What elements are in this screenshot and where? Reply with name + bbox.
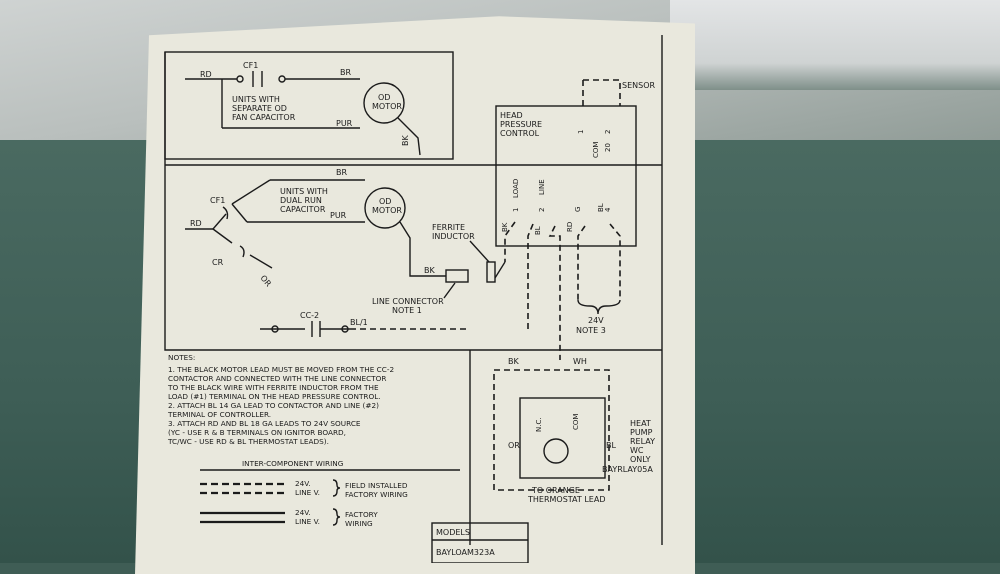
label-terminal-bl: BL bbox=[597, 203, 605, 212]
label-cf1: CF1 bbox=[243, 61, 258, 70]
label-thermostat-lead: THERMOSTAT LEAD bbox=[527, 495, 605, 504]
label-note-3: NOTE 3 bbox=[576, 326, 606, 335]
label-only: ONLY bbox=[630, 455, 651, 464]
note-line: TO THE BLACK WIRE WITH FERRITE INDUCTOR … bbox=[167, 383, 379, 392]
label-inductor: INDUCTOR bbox=[432, 232, 475, 241]
label-or: OR bbox=[258, 274, 273, 289]
label-fan-capacitor: FAN CAPACITOR bbox=[232, 113, 296, 122]
label-sensor: SENSOR bbox=[622, 81, 655, 90]
label-terminal-4: 4 bbox=[604, 207, 612, 212]
note-line: (YC - USE R & B TERMINALS ON IGNITOR BOA… bbox=[168, 428, 346, 437]
note-line: LOAD (#1) TERMINAL ON THE HEAD PRESSURE … bbox=[168, 392, 381, 401]
label-wire-bk: BK bbox=[501, 222, 509, 232]
note-line: TC/WC - USE RD & BL THERMOSTAT LEADS). bbox=[167, 437, 329, 446]
label-cr: CR bbox=[212, 258, 224, 267]
label-bk-3: BK bbox=[508, 357, 519, 366]
label-nc: N.C. bbox=[535, 417, 543, 432]
od-motor-2 bbox=[364, 187, 406, 229]
line-connector bbox=[445, 269, 469, 283]
relay-dashed-box bbox=[493, 369, 610, 491]
label-wc: WC bbox=[630, 446, 644, 455]
label-relay: RELAY bbox=[630, 437, 655, 446]
note-line: CONTACTOR AND CONNECTED WITH THE LINE CO… bbox=[168, 374, 386, 383]
label-br: BR bbox=[340, 68, 351, 77]
label-wire-rd: RD bbox=[566, 222, 574, 232]
label-pur: PUR bbox=[336, 119, 353, 128]
label-units-with-dual: UNITS WITH bbox=[280, 187, 328, 196]
legend-factory: FACTORY bbox=[345, 510, 378, 519]
label-bk-2: BK bbox=[424, 266, 435, 275]
label-separate-od: SEPARATE OD bbox=[232, 104, 287, 113]
label-bl1: BL/1 bbox=[350, 318, 368, 327]
label-bk: BK bbox=[401, 135, 410, 146]
models-title: MODELS bbox=[436, 528, 470, 537]
note-line: 3. ATTACH RD AND BL 18 GA LEADS TO 24V S… bbox=[168, 419, 361, 428]
label-pump: PUMP bbox=[630, 428, 653, 437]
ferrite-inductor bbox=[486, 261, 496, 283]
label-head: HEAD bbox=[500, 111, 523, 120]
label-od: OD bbox=[378, 93, 390, 102]
legend-line-v: LINE V. bbox=[295, 488, 320, 497]
od-motor-1 bbox=[363, 82, 405, 124]
notes-title: NOTES: bbox=[168, 353, 195, 362]
label-wire-bl: BL bbox=[534, 226, 542, 235]
label-terminal-com: COM bbox=[592, 142, 600, 158]
upper-frame bbox=[164, 52, 662, 351]
label-ferrite: FERRITE bbox=[432, 223, 465, 232]
label-dual-run: DUAL RUN bbox=[280, 196, 322, 205]
label-od-2: OD bbox=[379, 197, 391, 206]
tablecloth-fold bbox=[670, 0, 1000, 90]
legend-field-installed: FIELD INSTALLED bbox=[345, 481, 408, 490]
label-or-2: OR bbox=[508, 441, 520, 450]
label-wh: WH bbox=[573, 357, 587, 366]
label-terminal-1b: 1 bbox=[512, 208, 520, 212]
label-to-orange: TO ORANGE bbox=[531, 486, 580, 495]
brace-24v bbox=[577, 299, 621, 315]
note-line: TERMINAL OF CONTROLLER. bbox=[167, 410, 271, 419]
label-terminal-20: 20 bbox=[604, 143, 612, 152]
label-terminal-g: G bbox=[574, 207, 582, 212]
note-line: 1. THE BLACK MOTOR LEAD MUST BE MOVED FR… bbox=[168, 365, 394, 374]
legend-wiring: WIRING bbox=[345, 519, 373, 528]
label-motor: MOTOR bbox=[372, 102, 402, 111]
label-load: LOAD bbox=[512, 179, 520, 198]
label-pur-2: PUR bbox=[330, 211, 347, 220]
label-relay-model: BAYRLAY05A bbox=[602, 465, 653, 474]
models-box bbox=[431, 522, 529, 563]
label-terminal-1: 1 bbox=[577, 130, 585, 134]
label-cc2: CC-2 bbox=[300, 311, 319, 320]
label-bl-3: BL bbox=[606, 441, 616, 450]
label-control: CONTROL bbox=[500, 129, 540, 138]
label-com: COM bbox=[572, 414, 580, 430]
label-line: LINE bbox=[538, 179, 546, 195]
label-pressure: PRESSURE bbox=[500, 120, 542, 129]
label-capacitor: CAPACITOR bbox=[280, 205, 326, 214]
label-terminal-2b: 2 bbox=[538, 208, 546, 212]
heat-pump-relay bbox=[519, 397, 606, 479]
label-note-1: NOTE 1 bbox=[392, 306, 422, 315]
legend-title: INTER-COMPONENT WIRING bbox=[242, 459, 344, 468]
model-number: BAYLOAM323A bbox=[436, 548, 495, 557]
label-rd: RD bbox=[200, 70, 212, 79]
head-pressure-control bbox=[495, 105, 637, 247]
label-rd-2: RD bbox=[190, 219, 202, 228]
label-motor-2: MOTOR bbox=[372, 206, 402, 215]
label-heat: HEAT bbox=[630, 419, 651, 428]
legend-24v: 24V. bbox=[295, 479, 311, 488]
wiring-diagram-sheet bbox=[135, 16, 695, 574]
legend-24v-b: 24V. bbox=[295, 508, 311, 517]
label-br-2: BR bbox=[336, 168, 347, 177]
legend-factory-wiring: FACTORY WIRING bbox=[345, 490, 408, 499]
label-cf1-dual: CF1 bbox=[210, 196, 225, 205]
legend-line-v-b: LINE V. bbox=[295, 517, 320, 526]
label-line-connector: LINE CONNECTOR bbox=[372, 297, 444, 306]
label-24v: 24V bbox=[588, 316, 604, 325]
label-terminal-2: 2 bbox=[604, 130, 612, 134]
label-units-with: UNITS WITH bbox=[232, 95, 280, 104]
note-line: 2. ATTACH BL 14 GA LEAD TO CONTACTOR AND… bbox=[168, 401, 379, 410]
